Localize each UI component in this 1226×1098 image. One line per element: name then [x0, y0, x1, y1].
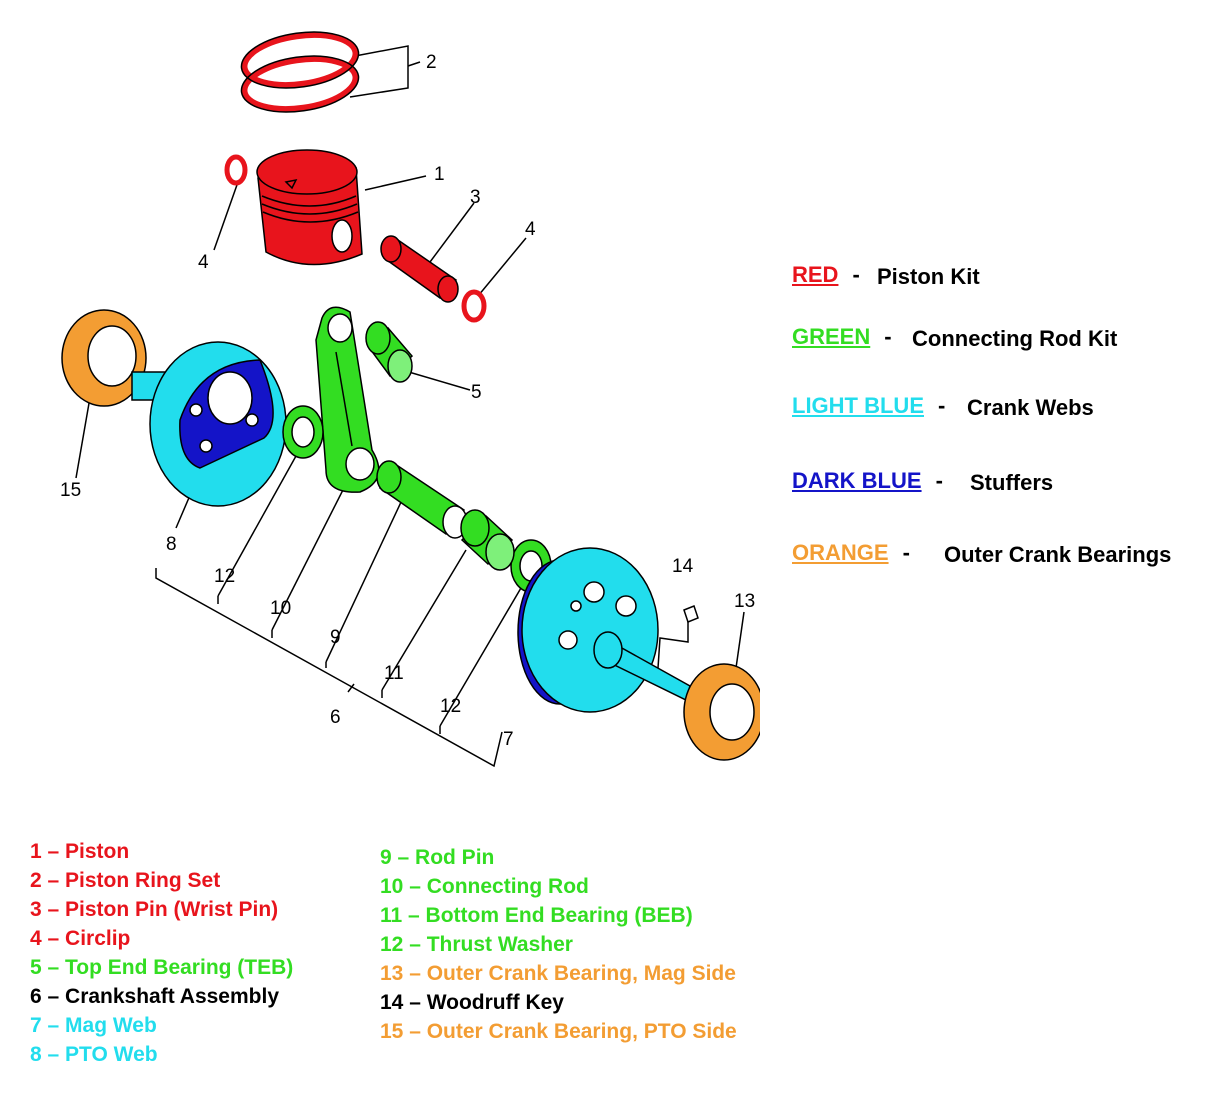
crankshaft-exploded-diagram: 1 2 3 4 4 5 6 7 8 9 10 11 12 12 13 14 15 [60, 31, 760, 768]
part-list-item: 12 – Thrust Washer [380, 933, 573, 956]
part-list-item: 15 – Outer Crank Bearing, PTO Side [380, 1020, 737, 1043]
part-list-item: 6 – Crankshaft Assembly [30, 985, 279, 1008]
part-list-item: 13 – Outer Crank Bearing, Mag Side [380, 962, 736, 985]
legend-row: RED-Piston Kit [792, 262, 980, 289]
legend-dash: - [884, 324, 892, 349]
callout-1: 1 [434, 164, 445, 185]
callout-15: 15 [60, 480, 81, 501]
callout-12-right: 12 [440, 696, 461, 717]
part-list-item: 7 – Mag Web [30, 1014, 157, 1037]
legend-dash: - [852, 262, 860, 287]
legend-description: Crank Webs [967, 395, 1094, 420]
legend-color-key: DARK BLUE [792, 468, 922, 493]
legend-description: Piston Kit [877, 264, 980, 289]
legend-color-key: ORANGE [792, 540, 889, 565]
legend-color-key: GREEN [792, 324, 871, 349]
callout-5: 5 [471, 382, 482, 403]
part-list-item: 4 – Circlip [30, 927, 131, 950]
legend-description: Connecting Rod Kit [912, 326, 1118, 351]
callout-4-left: 4 [198, 252, 209, 273]
callout-11: 11 [384, 663, 404, 684]
callout-13: 13 [734, 591, 755, 612]
legend-dash: - [902, 540, 910, 565]
callout-3: 3 [470, 187, 481, 208]
callout-4-right: 4 [525, 219, 536, 240]
part-list-item: 9 – Rod Pin [380, 846, 495, 869]
part-list-item: 1 – Piston [30, 840, 130, 863]
legend-row: GREEN-Connecting Rod Kit [792, 324, 1117, 351]
legend-row: LIGHT BLUE-Crank Webs [792, 393, 1094, 420]
callout-7: 7 [503, 729, 514, 750]
callout-12-left: 12 [214, 566, 235, 587]
callout-8: 8 [166, 534, 177, 555]
part-list-item: 2 – Piston Ring Set [30, 869, 221, 892]
legend-description: Stuffers [970, 470, 1054, 495]
legend-row: ORANGE- Outer Crank Bearings [792, 540, 1171, 567]
legend-dash: - [935, 468, 943, 493]
parts-list-right: 9 – Rod Pin 10 – Connecting Rod 11 – Botto… [380, 843, 737, 1046]
callout-14: 14 [672, 556, 694, 577]
part-list-item: 3 – Piston Pin (Wrist Pin) [30, 898, 279, 921]
callout-6: 6 [330, 707, 341, 728]
legend-color-key: LIGHT BLUE [792, 393, 924, 418]
legend-dash: - [938, 393, 946, 418]
callout-2: 2 [426, 52, 437, 73]
part-list-item: 11 – Bottom End Bearing (BEB) [380, 904, 693, 927]
part-list-item: 14 – Woodruff Key [380, 991, 564, 1014]
legend-row: DARK BLUE- Stuffers [792, 468, 1053, 495]
callout-10: 10 [270, 598, 291, 619]
part-list-item: 5 – Top End Bearing (TEB) [30, 956, 294, 979]
part-list-item: 8 – PTO Web [30, 1043, 158, 1066]
legend-description: Outer Crank Bearings [944, 542, 1172, 567]
part-list-item: 10 – Connecting Rod [380, 875, 589, 898]
legend-color-key: RED [792, 262, 839, 287]
callout-9: 9 [330, 627, 341, 648]
parts-list-left: 1 – Piston 2 – Piston Ring Set 3 – Piston … [30, 837, 293, 1069]
